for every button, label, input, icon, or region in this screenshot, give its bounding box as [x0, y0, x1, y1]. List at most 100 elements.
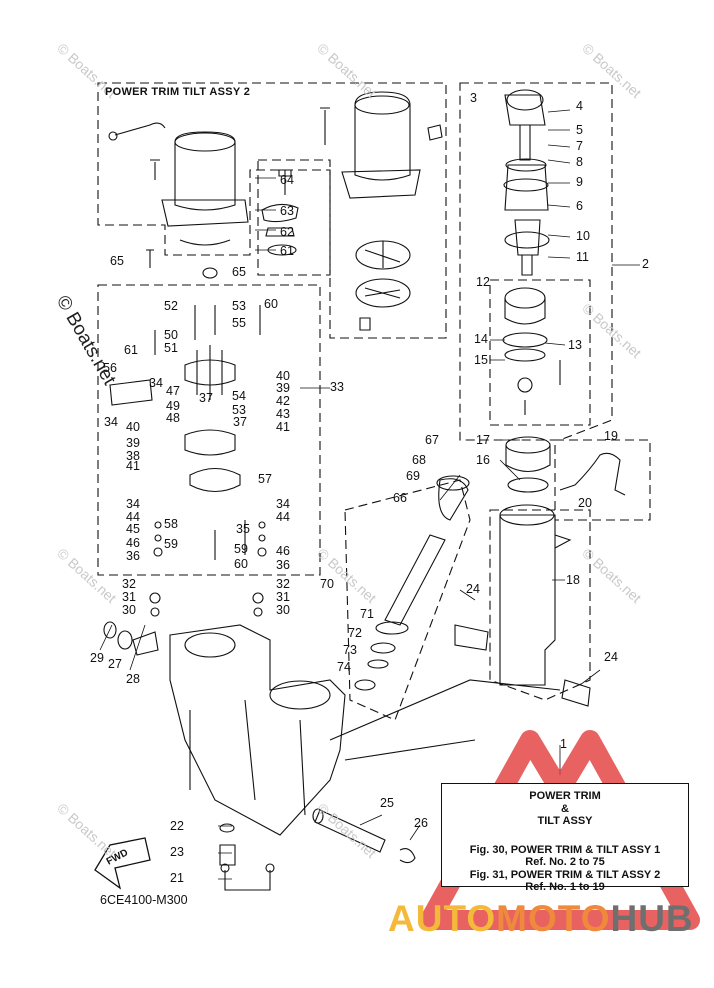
ref-number: 21	[170, 871, 184, 885]
ref-number: 28	[126, 672, 140, 686]
ref-number: 39	[276, 381, 290, 395]
cylinder-outline	[489, 509, 591, 701]
ref-number: 47	[166, 384, 180, 398]
ref-number: 70	[320, 577, 334, 591]
pipe-outline	[554, 439, 651, 521]
brand-part: MOTO	[496, 898, 611, 939]
info-line: Ref. No. 2 to 75	[525, 856, 605, 868]
ref-number: 32	[276, 577, 290, 591]
ref-number: 65	[232, 265, 246, 279]
info-line: Ref. No. 1 to 19	[525, 881, 605, 893]
ref-number: 60	[234, 557, 248, 571]
info-line: &	[561, 802, 569, 815]
ref-number: 30	[276, 603, 290, 617]
ref-number: 18	[566, 573, 580, 587]
ref-number: 49	[166, 399, 180, 413]
ref-number: 60	[264, 297, 278, 311]
ref-number: 25	[380, 796, 394, 810]
ref-number: 61	[280, 244, 294, 258]
ref-number: 34	[149, 376, 163, 390]
ref-number: 22	[170, 819, 184, 833]
ref-number: 20	[578, 496, 592, 510]
ref-number: 27	[108, 657, 122, 671]
rod-group-outline	[344, 479, 471, 721]
info-line: Fig. 30, POWER TRIM & TILT ASSY 1	[469, 843, 661, 856]
bracket-housing	[103, 621, 561, 836]
ref-number: 26	[414, 816, 428, 830]
ref-number: 10	[576, 229, 590, 243]
ref-number: 65	[110, 254, 124, 268]
ref-number: 63	[280, 204, 294, 218]
ref-number: 34	[104, 415, 118, 429]
ref-number: 11	[576, 250, 589, 264]
ref-number: 55	[232, 316, 246, 330]
ref-number: 56	[103, 361, 117, 375]
ref-number: 40	[276, 369, 290, 383]
ref-number: 36	[126, 549, 140, 563]
ref-number: 2	[642, 257, 649, 271]
ref-number: 36	[276, 558, 290, 572]
ref-number: 8	[576, 155, 583, 169]
ref-number: 46	[276, 544, 290, 558]
assy2-outline	[97, 82, 447, 339]
info-box: POWER TRIM & TILT ASSY Fig. 30, POWER TR…	[441, 783, 689, 893]
ref-number: 61	[124, 343, 138, 357]
ref-number: 3	[470, 91, 477, 105]
brand-part: AUTO	[388, 898, 497, 939]
lower-parts	[219, 808, 416, 891]
ref-number: 74	[337, 660, 351, 674]
diagram-code: 6CE4100-M300	[100, 893, 188, 907]
ref-number: 64	[280, 173, 294, 187]
ref-number: 32	[122, 577, 136, 591]
ref-number: 13	[568, 338, 582, 352]
ref-number: 41	[276, 420, 290, 434]
ref-number: 71	[360, 607, 374, 621]
piston-group-outline	[489, 279, 591, 426]
ref-number: 66	[393, 491, 407, 505]
ref-number: 17	[476, 433, 490, 447]
ref-number: 15	[474, 353, 488, 367]
ref-number: 59	[164, 537, 178, 551]
ref-number: 35	[236, 522, 250, 536]
ref-number: 44	[126, 510, 140, 524]
ref-number: 42	[276, 394, 290, 408]
ref-number: 31	[276, 590, 290, 604]
ref-number: 51	[164, 341, 178, 355]
ref-number: 73	[343, 643, 357, 657]
info-line: TILT ASSY	[537, 815, 593, 827]
ref-number: 69	[406, 469, 420, 483]
ref-number: 4	[576, 99, 583, 113]
ref-number: 1	[560, 737, 567, 751]
ref-number: 6	[576, 199, 583, 213]
ref-number: 44	[276, 510, 290, 524]
ref-number: 43	[276, 407, 290, 421]
ref-number: 31	[122, 590, 136, 604]
ref-number: 67	[425, 433, 439, 447]
ref-number: 40	[126, 420, 140, 434]
ref-number: 62	[280, 225, 294, 239]
ref-number: 34	[126, 497, 140, 511]
ref-number: 37	[199, 391, 213, 405]
tilt-assy-outline	[459, 82, 613, 441]
ref-number: 34	[276, 497, 290, 511]
ref-number: 33	[330, 380, 344, 394]
ref-number: 30	[122, 603, 136, 617]
ref-number: 39	[126, 436, 140, 450]
ref-number: 7	[576, 139, 583, 153]
ref-number: 57	[258, 472, 272, 486]
ref-number: 72	[348, 626, 362, 640]
assy-title: POWER TRIM TILT ASSY 2	[105, 86, 251, 98]
info-line: Fig. 31, POWER TRIM & TILT ASSY 2	[469, 868, 661, 881]
valve-group-outline	[257, 159, 331, 276]
brand-logo-triangle	[420, 730, 700, 930]
fwd-arrow-shape	[94, 837, 151, 890]
ref-number: 58	[164, 517, 178, 531]
brand-part: HUB	[610, 898, 694, 939]
ref-number: 53	[232, 299, 246, 313]
valve-parts	[261, 169, 299, 256]
info-line: POWER TRIM	[529, 790, 601, 802]
ref-number: 52	[164, 299, 178, 313]
ref-number: 37	[233, 415, 247, 429]
ref-number: 68	[412, 453, 426, 467]
